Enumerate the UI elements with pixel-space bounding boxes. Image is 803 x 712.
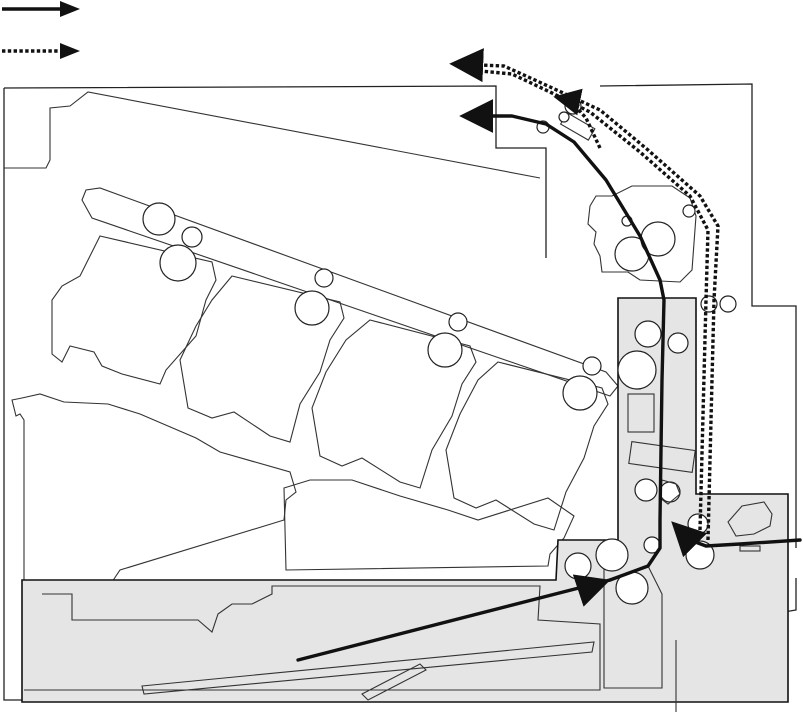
lower-frame — [12, 394, 574, 582]
legend-solid-arrow — [2, 1, 80, 17]
transfer-belt — [82, 188, 618, 396]
toner-cartridge-2 — [180, 269, 344, 442]
belt-drive-roller — [143, 203, 175, 235]
toner-cartridge-1 — [52, 236, 216, 384]
legend — [2, 1, 80, 59]
exit-roller-lower — [559, 112, 569, 122]
toner-cartridge-3 — [312, 313, 476, 488]
belt-tension-roller — [182, 227, 202, 247]
legend-dotted-arrow — [2, 43, 80, 59]
